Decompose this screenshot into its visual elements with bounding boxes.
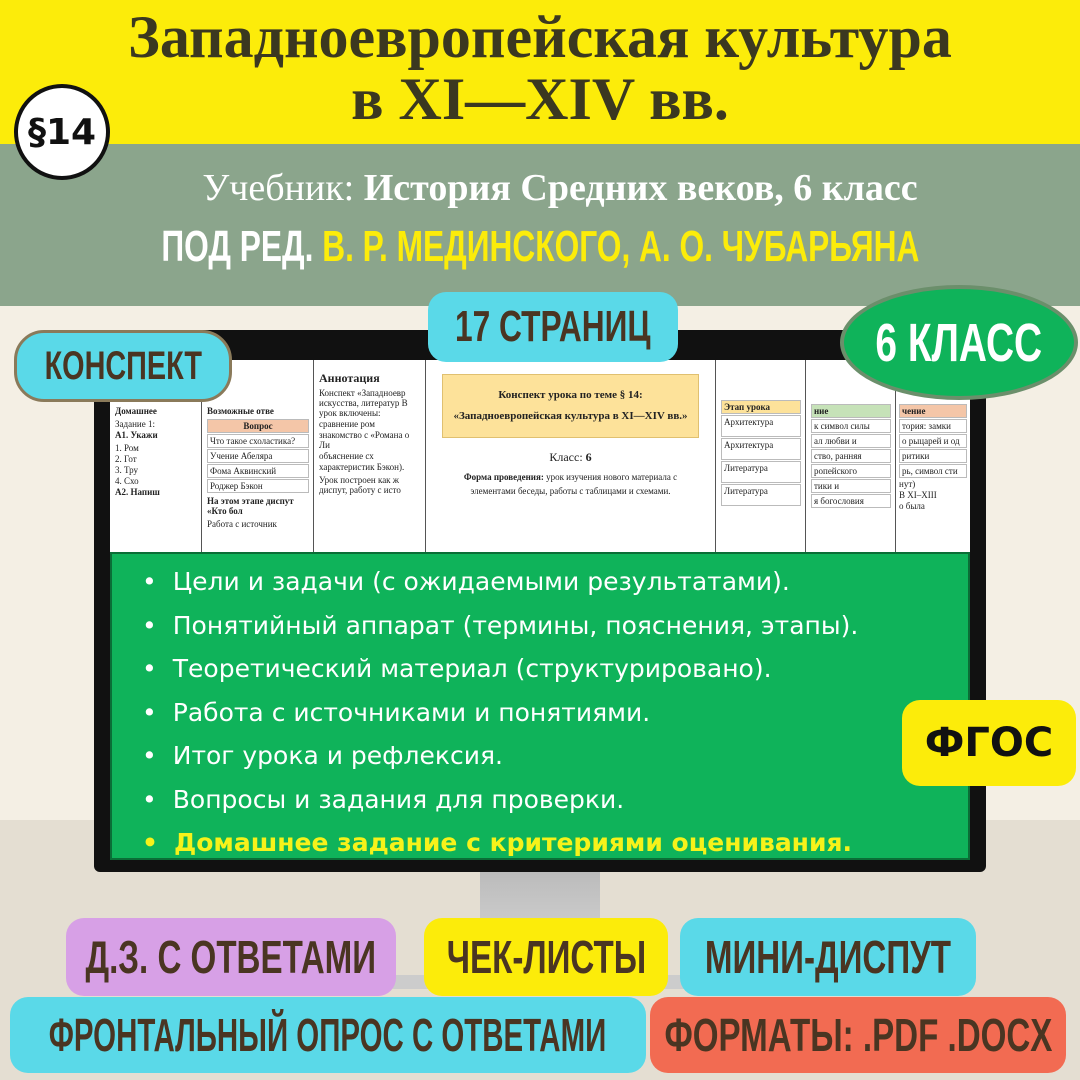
doc-table-cell: тория: замки xyxy=(899,419,967,433)
doc-table-cell: ство, ранняя xyxy=(811,449,891,463)
tag-checklists: ЧЕК-ЛИСТЫ xyxy=(424,918,668,996)
feature-item: Вопросы и задания для проверки. xyxy=(142,778,968,822)
doc-table-cell: тики и xyxy=(811,479,891,493)
doc-page-annotation: Аннотация Конспект «Западноевр искусства… xyxy=(314,360,426,552)
doc-text: Урок построен как ж диспут, работу с ист… xyxy=(319,475,401,495)
fgos-badge: ФГОС xyxy=(902,700,1076,786)
tag-survey: ФРОНТАЛЬНЫЙ ОПРОС С ОТВЕТАМИ xyxy=(10,997,646,1073)
document-previews: Домашнее Задание 1: А1. Укажи 1. Ром 2. … xyxy=(110,360,970,552)
pages-badge-label: 17 СТРАНИЦ xyxy=(455,302,651,351)
doc-text: нут) xyxy=(899,479,916,489)
doc-table-cell: я богословия xyxy=(811,494,891,508)
tag-formats: ФОРМАТЫ: .PDF .DOCX xyxy=(650,997,1066,1073)
doc-table-cell: Литература xyxy=(721,461,801,483)
pages-badge: 17 СТРАНИЦ xyxy=(428,292,678,362)
doc-table-cell: Архитектура xyxy=(721,438,801,460)
grade-badge-label: 6 КЛАСС xyxy=(875,312,1043,373)
doc-text: 4. Схо xyxy=(115,476,139,486)
tag-homework: Д.З. С ОТВЕТАМИ xyxy=(66,918,396,996)
doc-text: 2. Гот xyxy=(115,454,137,464)
doc-text: Класс: xyxy=(549,450,583,464)
tag-formats-label: ФОРМАТЫ: .PDF .DOCX xyxy=(664,1009,1052,1061)
doc-text: объяснение сх xyxy=(319,451,374,461)
doc-text: 1. Ром xyxy=(115,443,139,453)
doc-text: знакомство с «Романа о Ли xyxy=(319,430,410,450)
doc-table-header: чение xyxy=(899,404,967,418)
doc-heading: Домашнее xyxy=(115,406,157,416)
doc-table-cell: ропейского xyxy=(811,464,891,478)
textbook-band xyxy=(0,144,1080,306)
konspekt-badge: КОНСПЕКТ xyxy=(14,330,232,402)
doc-text: урок изучения нового материала с элемент… xyxy=(470,472,678,496)
title-banner: Западноевропейская культура в XI—XIV вв. xyxy=(0,0,1080,144)
doc-text: А1. Укажи xyxy=(115,430,158,440)
doc-text: 6 xyxy=(585,450,592,464)
doc-table-header: ние xyxy=(811,404,891,418)
doc-table-cell: Фома Аквинский xyxy=(207,464,309,478)
features-list: Цели и задачи (с ожидаемыми результатами… xyxy=(110,552,970,860)
doc-title: «Западноевропейская культура в XI—XIV вв… xyxy=(453,410,688,422)
doc-text: сравнение ром xyxy=(319,419,375,429)
doc-table-cell: Что такое схоластика? xyxy=(207,434,309,448)
doc-table-cell: Учение Абеляра xyxy=(207,449,309,463)
doc-table-cell: к символ силы xyxy=(811,419,891,433)
textbook-name: История Средних веков, 6 класс xyxy=(363,167,918,209)
tag-survey-label: ФРОНТАЛЬНЫЙ ОПРОС С ОТВЕТАМИ xyxy=(49,1009,607,1061)
editors-line: ПОД РЕД. В. Р. МЕДИНСКОГО, А. О. ЧУБАРЬЯ… xyxy=(0,222,1080,272)
doc-text: о была xyxy=(899,501,925,511)
doc-table-cell: Архитектура xyxy=(721,415,801,437)
grade-badge: 6 КЛАСС xyxy=(840,285,1078,400)
doc-text: Работа с источник xyxy=(207,519,277,529)
feature-item: Теоретический материал (структурировано)… xyxy=(142,647,968,691)
doc-title: Конспект урока по теме § 14: xyxy=(498,389,643,401)
doc-text: 3. Тру xyxy=(115,465,139,475)
feature-item: Понятийный аппарат (термины, пояснения, … xyxy=(142,604,968,648)
editors-prefix: ПОД РЕД. xyxy=(160,222,313,271)
paragraph-badge: §14 xyxy=(14,84,110,180)
editors-names: В. Р. МЕДИНСКОГО, А. О. ЧУБАРЬЯНА xyxy=(321,222,919,271)
doc-text: А2. Напиш xyxy=(115,487,160,497)
feature-item: Итог урока и рефлексия. xyxy=(142,734,968,778)
feature-item: Работа с источниками и понятиями. xyxy=(142,691,968,735)
tag-debate: МИНИ-ДИСПУТ xyxy=(680,918,976,996)
doc-page-table-2: ние к символ силы ал любви и ство, рання… xyxy=(806,360,896,552)
feature-item-highlight: Домашнее задание с критериями оценивания… xyxy=(142,821,968,865)
doc-table-cell: ритики xyxy=(899,449,967,463)
doc-text: Задание 1: xyxy=(115,419,155,429)
doc-table-header: Этап урока xyxy=(721,400,801,414)
tag-homework-label: Д.З. С ОТВЕТАМИ xyxy=(85,931,377,983)
title-line-2: в XI—XIV вв. xyxy=(351,66,729,132)
doc-page-table: Этап урока Архитектура Архитектура Литер… xyxy=(716,360,806,552)
doc-table-header: Вопрос xyxy=(207,419,309,433)
doc-text: Конспект «Западноевр искусства, литерату… xyxy=(319,388,408,418)
konspekt-badge-label: КОНСПЕКТ xyxy=(44,343,202,388)
feature-item: Цели и задачи (с ожидаемыми результатами… xyxy=(142,560,968,604)
doc-text: характеристик Бэкон). xyxy=(319,462,405,472)
doc-heading: Возможные отве xyxy=(207,406,274,416)
textbook-label: Учебник: xyxy=(202,167,355,209)
doc-table-cell: рь, символ сти xyxy=(899,464,967,478)
textbook-line: Учебник: История Средних веков, 6 класс xyxy=(0,166,1080,210)
doc-page-title: Конспект урока по теме § 14: «Западноевр… xyxy=(426,360,716,552)
doc-table-cell: Роджер Бэкон xyxy=(207,479,309,493)
doc-table-cell: Литература xyxy=(721,484,801,506)
tag-debate-label: МИНИ-ДИСПУТ xyxy=(704,931,952,983)
doc-heading: Аннотация xyxy=(319,371,380,385)
title-line-1: Западноевропейская культура xyxy=(128,4,952,70)
tag-checklists-label: ЧЕК-ЛИСТЫ xyxy=(446,931,646,983)
doc-table-cell: ал любви и xyxy=(811,434,891,448)
doc-text: Форма проведения: xyxy=(463,472,544,482)
doc-text: В XI–XIII xyxy=(899,490,937,500)
doc-table-cell: о рыцарей и од xyxy=(899,434,967,448)
doc-text: На этом этапе диспут «Кто бол xyxy=(207,496,294,516)
